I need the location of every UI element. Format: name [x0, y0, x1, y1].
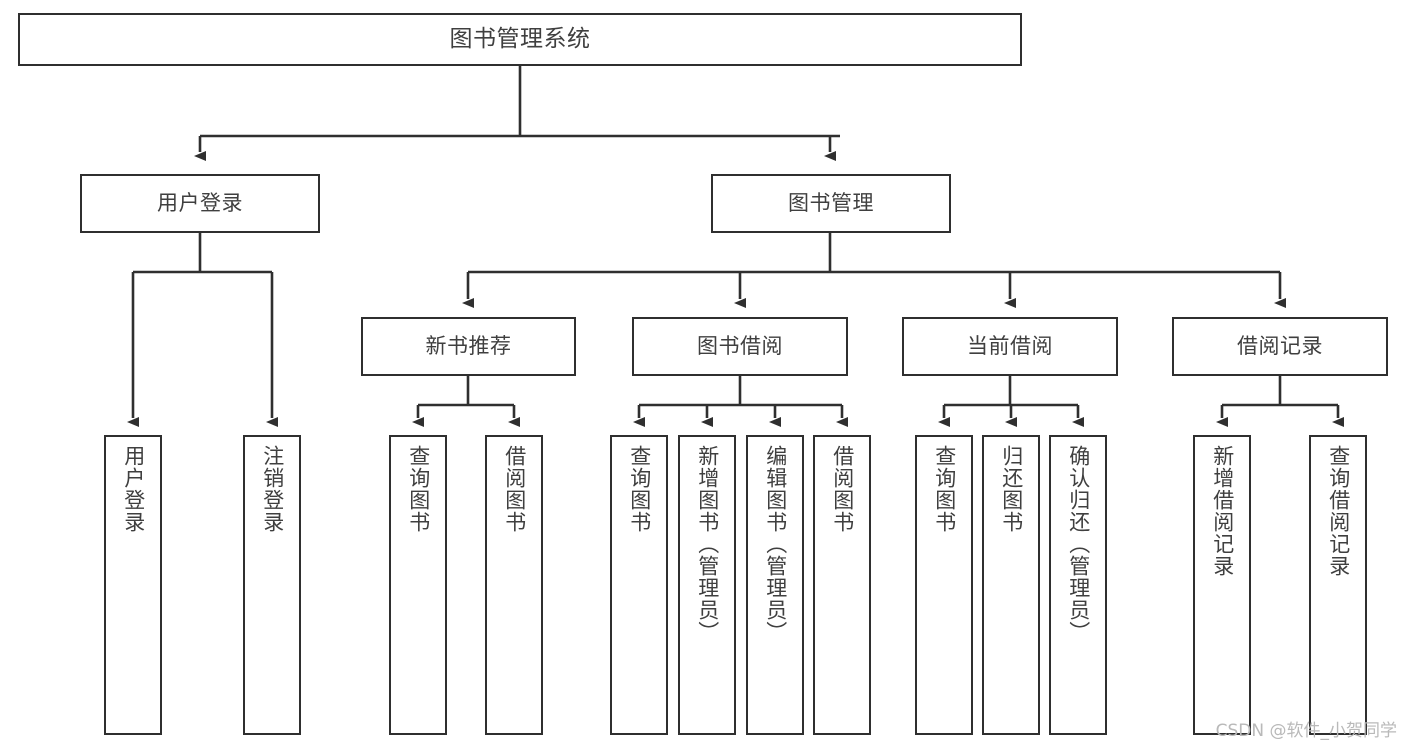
node-book-management[interactable]: 图书管理 — [711, 174, 951, 233]
node-leaf-borrow-book-recommend[interactable]: 借阅图书 — [485, 435, 543, 735]
node-leaf-logout-login-label: 注销登录 — [260, 445, 285, 533]
node-leaf-query-book-recommend[interactable]: 查询图书 — [389, 435, 447, 735]
node-leaf-add-book[interactable]: 新增图书（管理员） — [678, 435, 736, 735]
node-leaf-borrow-book[interactable]: 借阅图书 — [813, 435, 871, 735]
node-leaf-query-book-recommend-label: 查询图书 — [406, 445, 431, 533]
node-leaf-return-book-label: 归还图书 — [999, 445, 1024, 533]
node-leaf-user-login-label: 用户登录 — [121, 445, 146, 533]
node-root-book-management-system[interactable]: 图书管理系统 — [18, 13, 1022, 66]
node-book-borrow[interactable]: 图书借阅 — [632, 317, 848, 376]
node-leaf-edit-book-label: 编辑图书（管理员） — [763, 445, 788, 643]
node-borrow-record[interactable]: 借阅记录 — [1172, 317, 1388, 376]
node-leaf-borrow-book-recommend-label: 借阅图书 — [502, 445, 527, 533]
node-leaf-query-borrow-record[interactable]: 查询借阅记录 — [1309, 435, 1367, 735]
node-leaf-return-book[interactable]: 归还图书 — [982, 435, 1040, 735]
node-leaf-query-borrow-record-label: 查询借阅记录 — [1326, 445, 1351, 577]
node-user-login-label: 用户登录 — [157, 191, 243, 216]
node-new-book-recommend[interactable]: 新书推荐 — [361, 317, 576, 376]
node-leaf-query-book-borrow[interactable]: 查询图书 — [610, 435, 668, 735]
node-leaf-add-book-label: 新增图书（管理员） — [695, 445, 720, 643]
node-new-book-recommend-label: 新书推荐 — [425, 334, 512, 359]
node-leaf-user-login[interactable]: 用户登录 — [104, 435, 162, 735]
node-book-management-label: 图书管理 — [788, 191, 874, 216]
node-user-login[interactable]: 用户登录 — [80, 174, 320, 233]
node-leaf-query-book-current-label: 查询图书 — [932, 445, 957, 533]
node-leaf-query-book-borrow-label: 查询图书 — [627, 445, 652, 533]
node-leaf-confirm-return-label: 确认归还（管理员） — [1066, 445, 1091, 643]
node-leaf-query-book-current[interactable]: 查询图书 — [915, 435, 973, 735]
node-current-borrow-label: 当前借阅 — [967, 334, 1053, 359]
node-borrow-record-label: 借阅记录 — [1237, 334, 1323, 359]
node-book-borrow-label: 图书借阅 — [697, 334, 783, 359]
node-leaf-borrow-book-label: 借阅图书 — [830, 445, 855, 533]
csdn-watermark: CSDN @软件_小贺同学 — [1215, 721, 1397, 741]
node-leaf-edit-book[interactable]: 编辑图书（管理员） — [746, 435, 804, 735]
node-leaf-add-borrow-record[interactable]: 新增借阅记录 — [1193, 435, 1251, 735]
node-leaf-add-borrow-record-label: 新增借阅记录 — [1210, 445, 1235, 577]
node-leaf-confirm-return[interactable]: 确认归还（管理员） — [1049, 435, 1107, 735]
node-root-label: 图书管理系统 — [449, 25, 591, 52]
node-current-borrow[interactable]: 当前借阅 — [902, 317, 1118, 376]
node-leaf-logout-login[interactable]: 注销登录 — [243, 435, 301, 735]
